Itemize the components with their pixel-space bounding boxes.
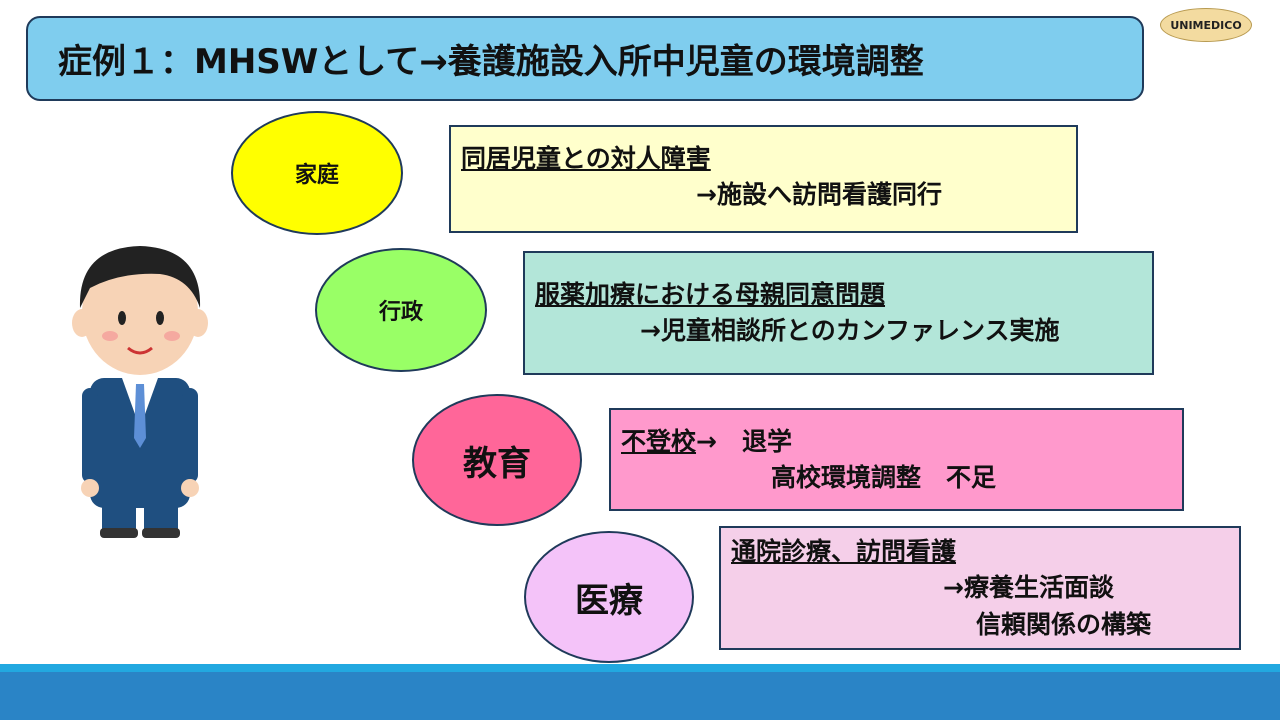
businessman-illustration bbox=[72, 246, 208, 538]
administration-detail-box: 服薬加療における母親同意問題 →児童相談所とのカンファレンス実施 bbox=[523, 251, 1154, 375]
footer-band-accent bbox=[0, 664, 1280, 672]
category-circle-family: 家庭 bbox=[231, 111, 403, 235]
category-circle-education: 教育 bbox=[412, 394, 582, 526]
category-label: 医療 bbox=[575, 580, 643, 621]
category-label: 行政 bbox=[378, 300, 423, 325]
category-label: 家庭 bbox=[294, 163, 339, 188]
detail-heading: 同居児童との対人障害 bbox=[461, 144, 711, 173]
footer-band bbox=[0, 672, 1280, 720]
detail-heading: 服薬加療における母親同意問題 bbox=[535, 280, 886, 309]
unimedico-logo: UNIMEDICO bbox=[1160, 8, 1252, 42]
detail-line: →児童相談所とのカンファレンス実施 bbox=[640, 316, 1060, 346]
category-circle-administration: 行政 bbox=[315, 248, 487, 372]
detail-heading-suffix: → 退学 bbox=[696, 427, 792, 456]
detail-line: 高校環境調整 不足 bbox=[771, 463, 997, 493]
family-detail-box: 同居児童との対人障害 →施設へ訪問看護同行 bbox=[449, 125, 1078, 233]
category-label: 教育 bbox=[463, 443, 531, 484]
education-detail-box: 不登校→ 退学 高校環境調整 不足 bbox=[609, 408, 1184, 511]
detail-heading: 不登校 bbox=[621, 427, 697, 456]
medical-detail-box: 通院診療、訪問看護 →療養生活面談 信頼関係の構築 bbox=[719, 526, 1241, 650]
slide-title: 症例１：MHSWとして→養護施設入所中児童の環境調整 bbox=[26, 16, 1144, 101]
detail-line: →施設へ訪問看護同行 bbox=[696, 180, 942, 210]
detail-heading: 通院診療、訪問看護 bbox=[731, 537, 957, 566]
category-circle-medical: 医療 bbox=[524, 531, 694, 663]
detail-line: →療養生活面談 bbox=[943, 573, 1114, 603]
detail-line: 信頼関係の構築 bbox=[976, 609, 1152, 639]
